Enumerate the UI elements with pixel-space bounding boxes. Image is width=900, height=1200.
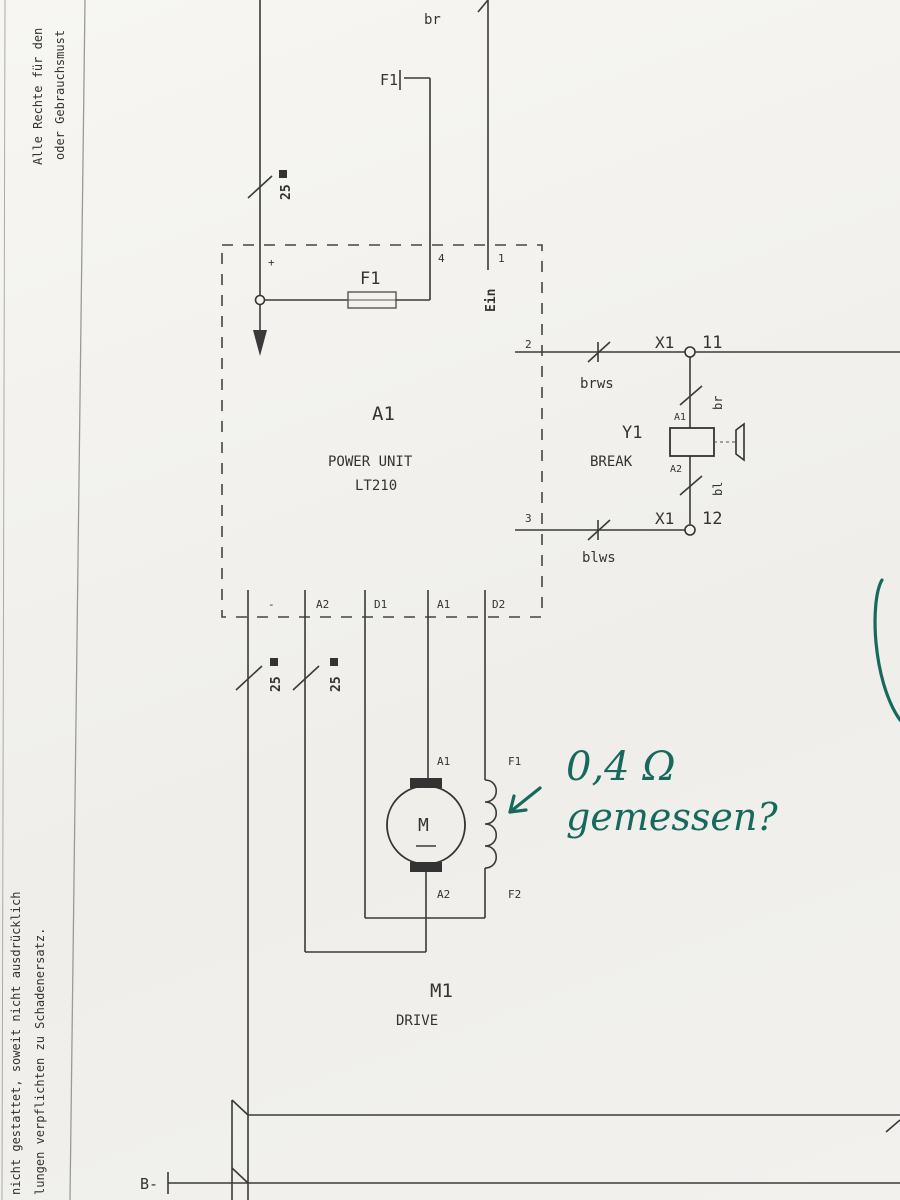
bl-tick	[679, 475, 703, 496]
motor-brush-top	[410, 778, 442, 788]
terminal-d2: D2	[492, 598, 505, 611]
pin-12-label: 12	[702, 509, 722, 529]
terminal-minus: -	[268, 598, 275, 611]
brake-coil	[669, 427, 715, 457]
terminal-2: 2	[525, 338, 532, 351]
margin-note-top-1: Alle Rechte für den	[31, 28, 45, 165]
power-unit-model: LT210	[355, 478, 397, 494]
motor-brush-bottom	[410, 862, 442, 872]
motor-a1-label: A1	[437, 755, 450, 768]
terminal-3: 3	[525, 512, 532, 525]
power-unit-ref: A1	[372, 403, 395, 425]
blws-label: blws	[582, 550, 616, 566]
margin-note-bottom-2: lungen verpflichten zu Schadenersatz.	[33, 928, 47, 1195]
top-br-label: br	[424, 12, 441, 28]
gauge-marker-top	[279, 170, 287, 178]
wire-gauge-minus: 25	[269, 676, 284, 692]
handwritten-resistance: 0,4 Ω	[566, 744, 676, 790]
motor-m-label: M	[418, 815, 429, 836]
x1-bottom-label: X1	[655, 509, 674, 528]
handwritten-question: gemessen?	[566, 795, 778, 839]
motor-a2-label: A2	[437, 888, 450, 901]
brake-actuator	[735, 422, 745, 462]
top-f1-label: F1	[380, 71, 398, 89]
ein-label: Ein	[484, 289, 499, 312]
margin-note-top-2: oder Gebrauchsmust	[53, 30, 67, 160]
motor-name: DRIVE	[396, 1013, 438, 1029]
handwritten-arrow-head	[508, 794, 528, 814]
left-border-line	[69, 0, 86, 1200]
bus-bend	[231, 1099, 249, 1116]
bl-label: bl	[711, 482, 725, 496]
wire-gauge-a2: 25	[329, 676, 344, 692]
outer-border-line	[1, 0, 6, 1200]
power-unit-name: POWER UNIT	[328, 454, 413, 470]
fuse-f1-label: F1	[360, 269, 380, 289]
ein-feed-bend	[477, 0, 489, 13]
bus-line-right-tick	[885, 1119, 900, 1133]
terminal-a1: A1	[437, 598, 450, 611]
wire-gauge-tick-minus	[235, 665, 263, 691]
coil-a1-label: A1	[674, 412, 686, 423]
field-f1-label: F1	[508, 755, 521, 768]
x1-12-terminal	[684, 524, 696, 536]
field-f2-label: F2	[508, 888, 521, 901]
junction-node	[254, 294, 266, 306]
margin-note-bottom-1: nicht gestattet, soweit nicht ausdrückli…	[9, 892, 23, 1195]
wire-gauge-tick-top	[247, 175, 273, 199]
motor-symbol	[386, 785, 466, 865]
pin-11-label: 11	[702, 333, 722, 353]
terminal-1: 1	[498, 252, 505, 265]
battery-bend	[231, 1167, 249, 1184]
x1-top-label: X1	[655, 333, 674, 352]
battery-minus-label: B-	[140, 1175, 158, 1193]
field-winding	[484, 779, 498, 869]
br-tick	[679, 385, 703, 406]
terminal-a2: A2	[316, 598, 329, 611]
motor-ref: M1	[430, 980, 453, 1002]
terminal-4: 4	[438, 252, 445, 265]
handwritten-circle-arc	[873, 578, 900, 722]
blws-tick	[587, 519, 611, 541]
gauge-marker-a2	[330, 658, 338, 666]
terminal-d1: D1	[374, 598, 387, 611]
brake-ref: Y1	[622, 423, 642, 443]
wire-gauge-tick-a2	[292, 665, 320, 691]
power-unit-box	[221, 244, 543, 618]
handwritten-arrow-shaft	[508, 786, 542, 814]
brake-name: BREAK	[590, 454, 633, 470]
ground-arrow	[253, 330, 267, 356]
brws-label: brws	[580, 376, 614, 392]
terminal-plus: +	[268, 256, 275, 269]
brws-tick	[587, 341, 611, 363]
x1-11-terminal	[684, 346, 696, 358]
coil-a2-label: A2	[670, 464, 682, 475]
wire-gauge-top: 25	[279, 184, 294, 200]
br-label: br	[711, 396, 725, 410]
gauge-marker-minus	[270, 658, 278, 666]
